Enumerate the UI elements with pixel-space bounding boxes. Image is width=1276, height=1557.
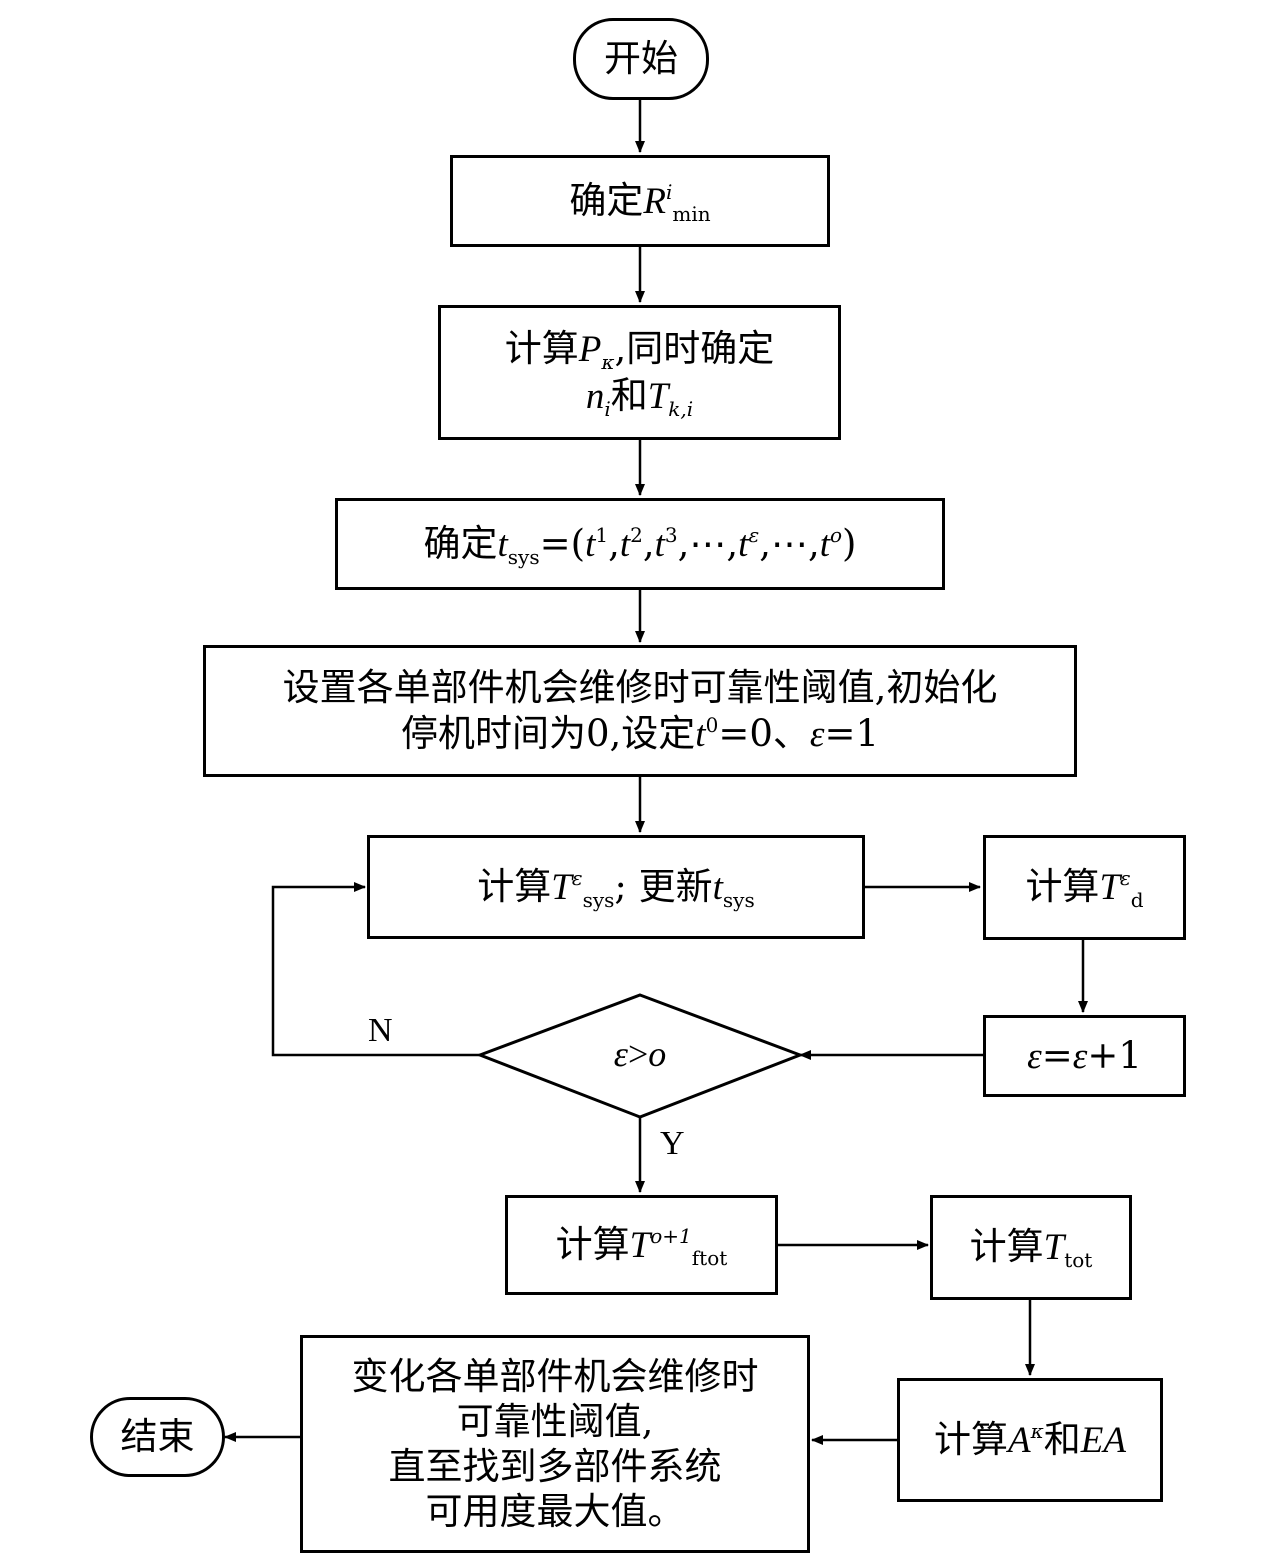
- step5-text: 计算Tεsys; 更新tsys: [477, 864, 755, 912]
- step9-text: 计算Ttot: [969, 1225, 1093, 1273]
- step-increment-eps: ε=ε+1: [983, 1015, 1186, 1097]
- decision-diamond: [475, 993, 805, 1119]
- step-determine-tsys: 确定tsys=(t1,t2,t3,⋯,tε,⋯,to): [335, 498, 945, 590]
- step-determine-rmin: 确定Rimin: [450, 155, 830, 247]
- step2-line1: 计算Pκ,同时确定: [504, 327, 775, 375]
- end-label: 结束: [120, 1415, 195, 1459]
- decision-condition: ε>o: [613, 1034, 667, 1074]
- step10-text: 计算Aκ和EA: [934, 1417, 1126, 1461]
- start-node: 开始: [573, 18, 709, 100]
- step-compute-ak-ea: 计算Aκ和EA: [897, 1378, 1163, 1502]
- arrow-decision-no-loop: [271, 882, 480, 1057]
- step11-line4: 可用度最大值。: [425, 1490, 685, 1534]
- step6-text: 计算Tεd: [1025, 865, 1144, 913]
- step-compute-ttot: 计算Ttot: [930, 1195, 1132, 1300]
- step2-line2: ni和Tk,i: [585, 373, 694, 421]
- end-node: 结束: [90, 1397, 225, 1477]
- step-vary-thresholds: 变化各单部件机会维修时 可靠性阈值, 直至找到多部件系统 可用度最大值。: [300, 1335, 810, 1553]
- step3-text: 确定tsys=(t1,t2,t3,⋯,tε,⋯,to): [423, 521, 857, 569]
- step8-text: 计算To+1ftot: [555, 1222, 728, 1270]
- step-compute-tsys-eps: 计算Tεsys; 更新tsys: [367, 835, 865, 939]
- step-compute-td-eps: 计算Tεd: [983, 835, 1186, 940]
- step1-text: 确定Rimin: [569, 178, 711, 226]
- edge-label-no: N: [368, 1012, 393, 1049]
- step4-line1: 设置各单部件机会维修时可靠性阈值,初始化: [282, 666, 998, 710]
- step11-line1: 变化各单部件机会维修时: [351, 1354, 759, 1398]
- step11-line3: 直至找到多部件系统: [388, 1445, 722, 1488]
- step7-text: ε=ε+1: [1027, 1033, 1142, 1077]
- step-compute-pk: 计算Pκ,同时确定 ni和Tk,i: [438, 305, 841, 440]
- start-label: 开始: [604, 37, 678, 81]
- step4-line2: 停机时间为0,设定t0=0、ε=1: [400, 711, 879, 755]
- edge-label-yes: Y: [660, 1125, 685, 1162]
- step-set-thresholds: 设置各单部件机会维修时可靠性阈值,初始化 停机时间为0,设定t0=0、ε=1: [203, 645, 1077, 777]
- step-compute-tftot: 计算To+1ftot: [505, 1195, 778, 1295]
- step11-line2: 可靠性阈值,: [456, 1399, 654, 1443]
